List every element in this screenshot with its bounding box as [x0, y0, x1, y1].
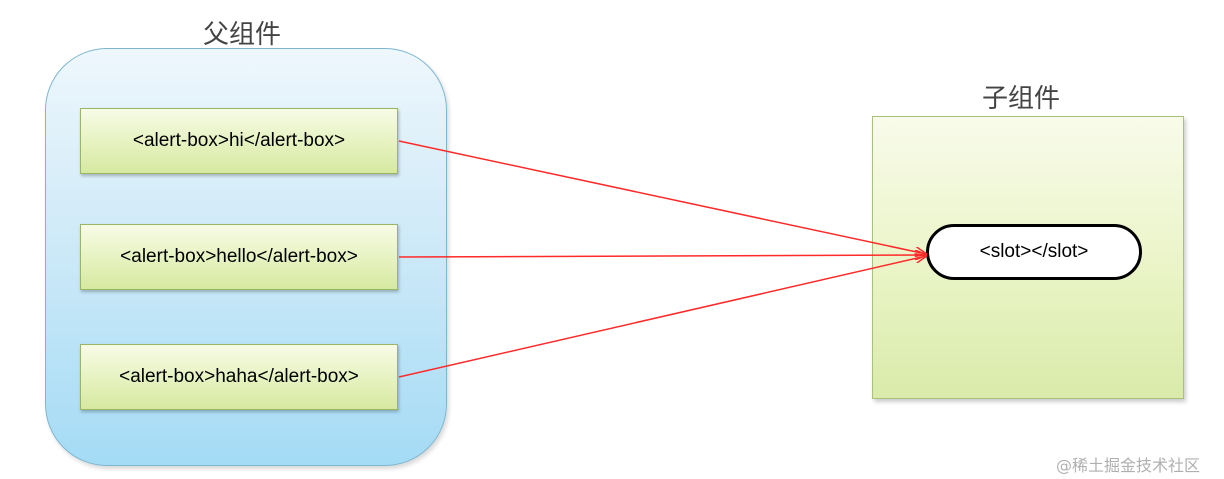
alert-box-haha: <alert-box>haha</alert-box> [80, 344, 398, 410]
alert-box-hi: <alert-box>hi</alert-box> [80, 108, 398, 174]
slot-element: <slot></slot> [926, 224, 1142, 280]
alert-box-hello: <alert-box>hello</alert-box> [80, 224, 398, 290]
arrow-hello-to-slot [398, 255, 926, 257]
arrow-haha-to-slot [398, 256, 926, 378]
watermark: @稀土掘金技术社区 [1056, 456, 1201, 475]
arrow-hi-to-slot [398, 140, 926, 254]
child-component-title: 子组件 [982, 84, 1061, 114]
parent-component-title: 父组件 [203, 20, 282, 50]
